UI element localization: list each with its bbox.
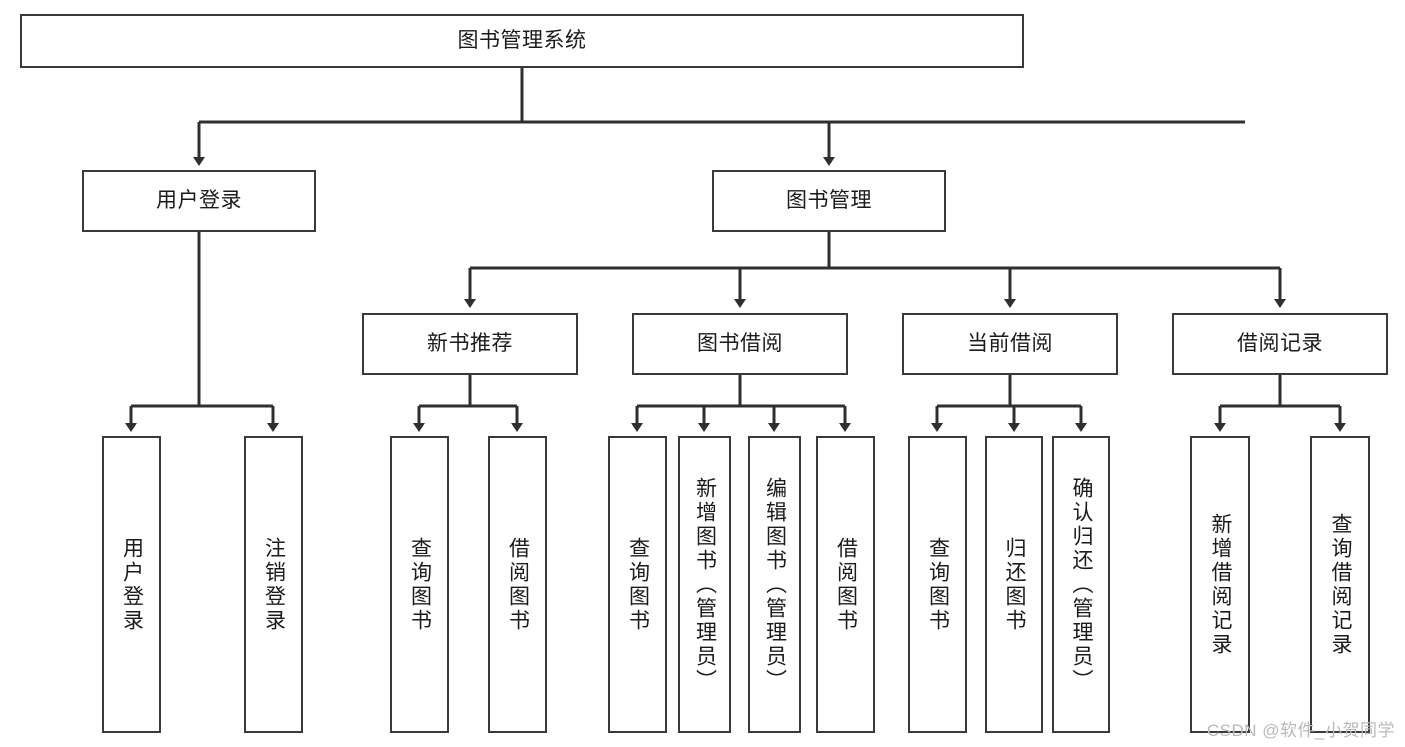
node-leaf-borrow-book-2[interactable]: 借阅图书 xyxy=(816,436,875,733)
node-leaf-add-book[interactable]: 新增图书（管理员） xyxy=(678,436,731,733)
node-leaf-query-book-3-label: 查询图书 xyxy=(926,536,950,633)
node-user-login[interactable]: 用户登录 xyxy=(82,170,316,232)
node-new-book-rec-label: 新书推荐 xyxy=(427,331,513,355)
node-leaf-query-book-3[interactable]: 查询图书 xyxy=(908,436,967,733)
node-root-label: 图书管理系统 xyxy=(457,28,587,52)
node-leaf-add-book-label: 新增图书（管理员） xyxy=(693,476,717,693)
node-leaf-add-record[interactable]: 新增借阅记录 xyxy=(1190,436,1250,733)
node-leaf-add-record-label: 新增借阅记录 xyxy=(1209,512,1233,657)
node-leaf-logout-login-label: 注销登录 xyxy=(262,536,286,633)
node-leaf-confirm-return-label: 确认归还（管理员） xyxy=(1070,476,1094,693)
node-leaf-query-book-2[interactable]: 查询图书 xyxy=(608,436,667,733)
node-leaf-edit-book-label: 编辑图书（管理员） xyxy=(763,476,787,693)
node-leaf-logout-login[interactable]: 注销登录 xyxy=(244,436,303,733)
node-leaf-borrow-book-2-label: 借阅图书 xyxy=(834,536,858,633)
node-leaf-edit-book[interactable]: 编辑图书（管理员） xyxy=(748,436,801,733)
node-current-borrow[interactable]: 当前借阅 xyxy=(902,313,1118,375)
node-borrow-record[interactable]: 借阅记录 xyxy=(1172,313,1388,375)
node-user-login-label: 用户登录 xyxy=(156,188,242,212)
node-current-borrow-label: 当前借阅 xyxy=(967,331,1053,355)
node-book-borrow-label: 图书借阅 xyxy=(697,331,783,355)
csdn-watermark: CSDN @软件_小贺同学 xyxy=(1206,721,1395,740)
node-leaf-return-book[interactable]: 归还图书 xyxy=(985,436,1043,733)
node-leaf-query-book-2-label: 查询图书 xyxy=(626,536,650,633)
node-leaf-borrow-book-1-label: 借阅图书 xyxy=(506,536,530,633)
node-leaf-query-record-label: 查询借阅记录 xyxy=(1329,512,1353,657)
node-book-manage-label: 图书管理 xyxy=(786,188,872,212)
node-leaf-return-book-label: 归还图书 xyxy=(1003,536,1027,633)
node-leaf-borrow-book-1[interactable]: 借阅图书 xyxy=(488,436,547,733)
node-borrow-record-label: 借阅记录 xyxy=(1237,331,1323,355)
node-leaf-confirm-return[interactable]: 确认归还（管理员） xyxy=(1052,436,1110,733)
node-leaf-query-book-1-label: 查询图书 xyxy=(408,536,432,633)
node-book-manage[interactable]: 图书管理 xyxy=(712,170,946,232)
node-leaf-query-record[interactable]: 查询借阅记录 xyxy=(1310,436,1370,733)
node-book-borrow[interactable]: 图书借阅 xyxy=(632,313,848,375)
node-leaf-user-login[interactable]: 用户登录 xyxy=(102,436,161,733)
node-root[interactable]: 图书管理系统 xyxy=(20,14,1024,68)
node-leaf-query-book-1[interactable]: 查询图书 xyxy=(390,436,449,733)
node-new-book-rec[interactable]: 新书推荐 xyxy=(362,313,578,375)
node-leaf-user-login-label: 用户登录 xyxy=(120,536,144,633)
